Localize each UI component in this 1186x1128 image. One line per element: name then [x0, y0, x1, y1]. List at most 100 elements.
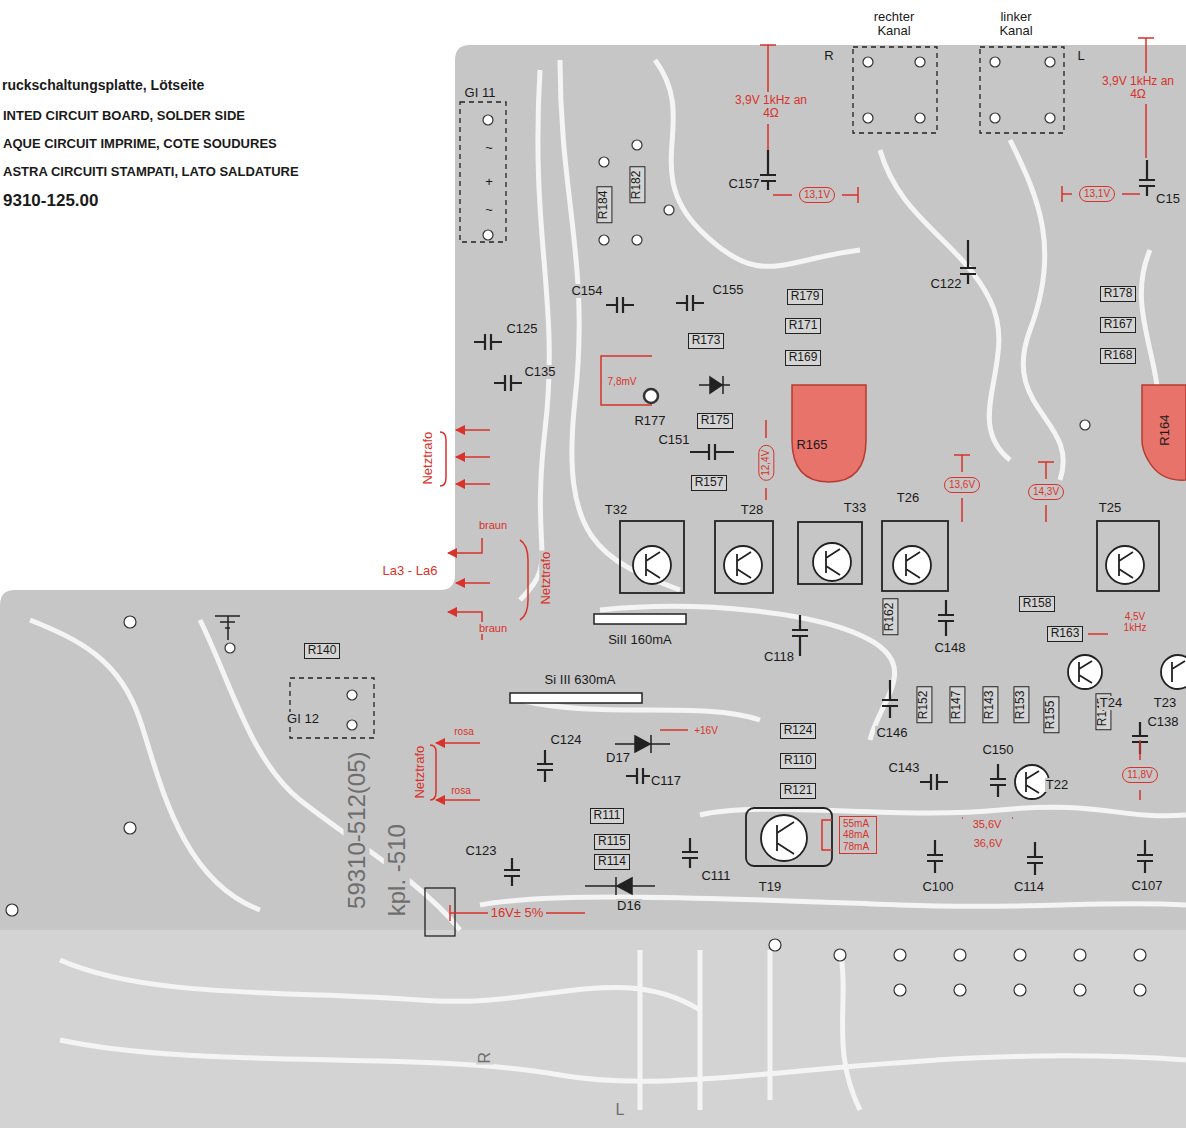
part-label: Si III 630mA [544, 673, 617, 687]
transistor-leads [1172, 661, 1185, 682]
part-label: 59310-512(05) [344, 750, 370, 909]
trace-gap [200, 620, 460, 930]
capacitor-symbol [682, 838, 698, 868]
capacitor-symbol [1027, 842, 1043, 875]
part-label: Netztrafo [421, 431, 435, 486]
part-label: R171 [789, 319, 818, 333]
part-label: T32 [604, 503, 628, 517]
resistor-symbol: R114 [594, 854, 630, 870]
capacitor-symbol [1137, 840, 1153, 873]
transistor-body [761, 815, 807, 861]
pad [1014, 984, 1026, 996]
capacitor-symbol [537, 750, 553, 782]
pad [954, 984, 966, 996]
part-label: R163 [1051, 627, 1080, 641]
part-label: R177 [633, 414, 666, 428]
transistor-leads [906, 552, 920, 578]
resistor-symbol: R158 [1019, 596, 1056, 612]
trace-gap [30, 620, 260, 910]
transistor-leads [737, 552, 751, 578]
pad [1134, 984, 1146, 996]
part-label: R140 [308, 644, 337, 658]
part-label: SiII 160mA [607, 633, 673, 647]
part-label: 16V± 5% [490, 906, 545, 920]
pad [124, 616, 136, 628]
pad [990, 57, 1000, 67]
part-label: C123 [464, 844, 497, 858]
part-label: C146 [875, 726, 908, 740]
part-label: R [476, 1051, 494, 1065]
rectifier-outline [290, 678, 374, 738]
measurement-leaders [450, 38, 1154, 921]
capacitor-symbol [938, 600, 954, 636]
voltage-marker: 14,3V [1028, 484, 1064, 500]
resistor-symbol: R173 [688, 333, 725, 349]
part-label: T23 [1153, 696, 1177, 710]
part-label: 36,6V [973, 837, 1004, 849]
part-label: D16 [616, 899, 642, 913]
pad [124, 822, 136, 834]
pad [1074, 984, 1086, 996]
leader-line [660, 729, 688, 731]
part-label: C111 [700, 869, 731, 883]
pad [599, 157, 609, 167]
part-label: 55mA 48mA 78mA [843, 818, 873, 853]
bracket [430, 745, 436, 800]
pad [863, 113, 873, 123]
resistor-symbol: R179 [787, 289, 824, 305]
part-label: R110 [784, 754, 812, 768]
part-label: T24 [1099, 696, 1123, 710]
transistor-outline [620, 521, 684, 593]
pad [599, 235, 609, 245]
pad [347, 690, 357, 700]
pad [632, 140, 642, 150]
trace-gap [1010, 140, 1063, 480]
pad [225, 643, 235, 653]
transistor-body [893, 546, 931, 584]
part-label: GI 11 [464, 86, 497, 100]
resistor-symbol: R140 [304, 643, 341, 659]
resistor-symbol: R175 [697, 413, 734, 429]
leader-line [1062, 186, 1140, 202]
transistor-symbol [1097, 521, 1159, 591]
part-label: rosa [453, 726, 474, 737]
capacitor-symbol [690, 444, 734, 460]
resistor-symbol: R143 [982, 687, 998, 724]
solder-pads [6, 57, 1146, 996]
capacitor-symbol [882, 680, 898, 718]
capacitor-symbol [606, 297, 634, 313]
voltage-marker: 13,1V [799, 187, 835, 203]
resistor-symbol: R182 [629, 167, 645, 204]
part-label: + [484, 175, 494, 189]
capacitor-symbol [676, 295, 704, 311]
part-label: Netztrafo [413, 745, 427, 800]
part-label: T33 [843, 501, 867, 515]
trace-gaps [30, 60, 1186, 1110]
part-label: C154 [570, 284, 603, 298]
ground-symbol [215, 616, 240, 640]
part-label: R111 [594, 809, 621, 823]
part-label: R158 [1023, 597, 1052, 611]
resistor-symbol: R184 [596, 187, 612, 224]
capacitor-symbol [760, 150, 776, 190]
arrow [436, 742, 480, 744]
pad [6, 904, 18, 916]
rectifier-outline [460, 102, 506, 242]
pad [664, 205, 674, 215]
pad [483, 115, 493, 125]
resistor-symbol: R111 [590, 808, 625, 824]
transistor-outline [746, 808, 832, 866]
resistor-symbol: R162 [882, 599, 898, 636]
part-label: +16V [693, 725, 719, 736]
arrow [456, 582, 490, 584]
transistor-symbol [715, 521, 773, 593]
part-label: C117 [650, 774, 682, 788]
transistor-body [633, 546, 671, 584]
part-label: C107 [1130, 879, 1163, 893]
part-label: C124 [549, 733, 582, 747]
pad [1074, 949, 1086, 961]
bracket [440, 432, 446, 486]
fuse-symbol [510, 693, 642, 703]
part-label: C125 [505, 322, 538, 336]
